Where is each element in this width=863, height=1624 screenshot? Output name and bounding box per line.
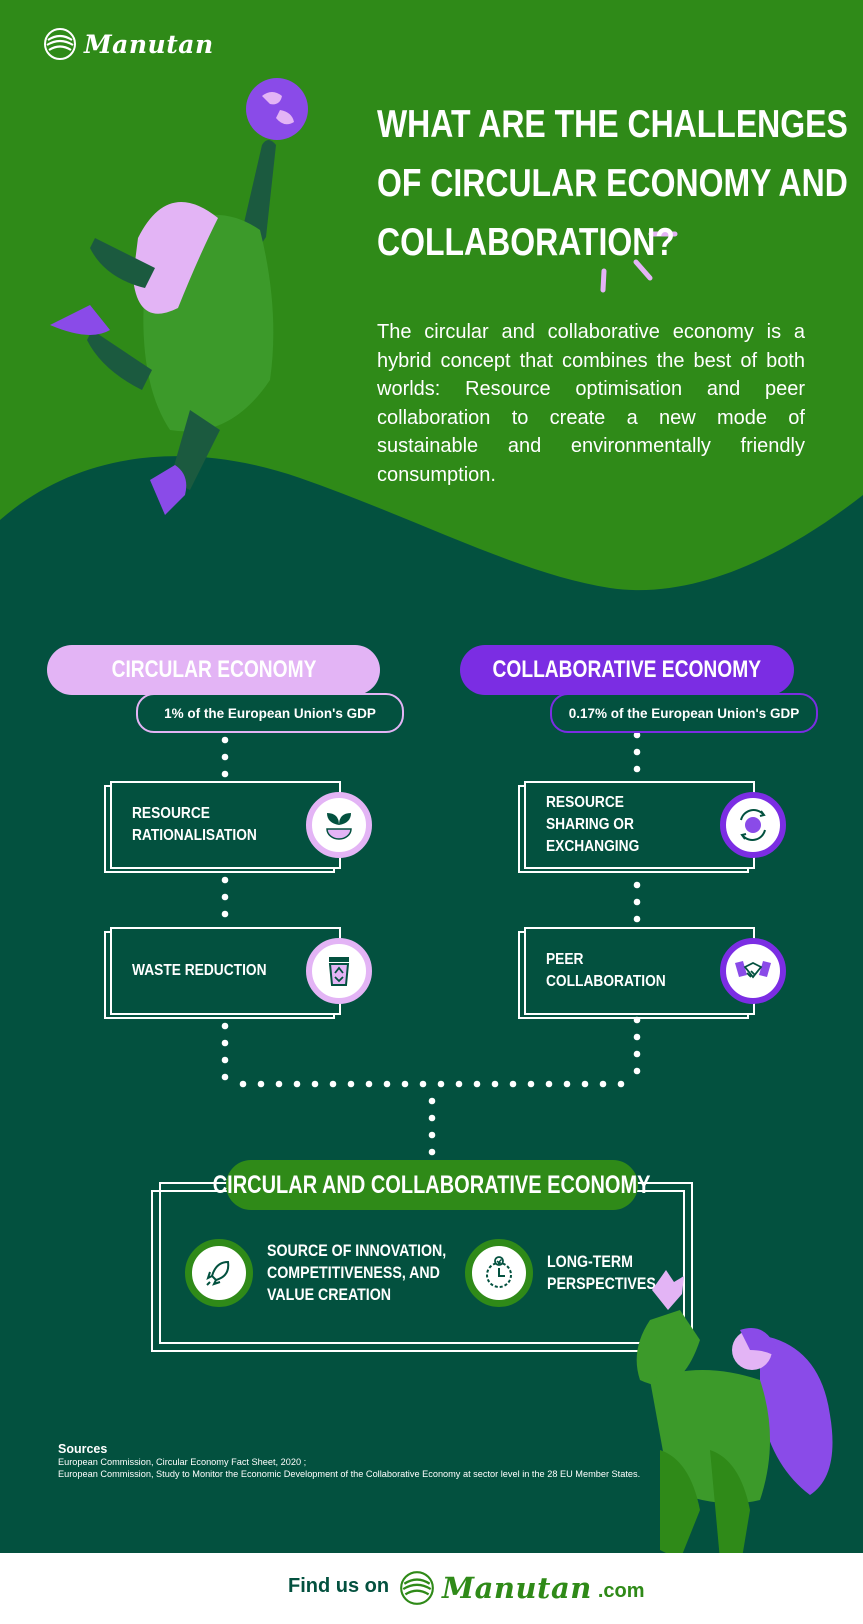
source-line: European Commission, Circular Economy Fa… xyxy=(58,1457,307,1467)
recycle-bin-icon xyxy=(306,938,372,1004)
card-label: WASTE REDUCTION xyxy=(132,962,267,979)
footer-domain: .com xyxy=(597,1579,645,1602)
card-label: RESOURCE RATIONALISATION xyxy=(132,805,257,844)
title-line: OF CIRCULAR ECONOMY AND xyxy=(377,162,848,205)
find-us-label: Find us on xyxy=(288,1575,390,1597)
collaborative-economy-heading: COLLABORATIVE ECONOMY xyxy=(460,645,794,695)
footer-brand-link[interactable]: Manutan .com xyxy=(398,1569,645,1607)
dotted-connectors xyxy=(221,731,641,1156)
feature-long-term: LONG-TERM PERSPECTIVES xyxy=(465,1239,674,1307)
title-line: WHAT ARE THE CHALLENGES xyxy=(377,103,848,146)
rocket-icon xyxy=(185,1239,253,1307)
card-label: PEER COLLABORATION xyxy=(546,951,666,990)
brand-logo[interactable]: Manutan xyxy=(42,26,214,62)
sources-title: Sources xyxy=(58,1442,108,1456)
clock-icon xyxy=(465,1239,533,1307)
source-line: European Commission, Study to Monitor th… xyxy=(58,1469,641,1479)
page-title: WHAT ARE THE CHALLENGES OF CIRCULAR ECON… xyxy=(377,95,848,272)
card-resource-sharing: RESOURCE SHARING OR EXCHANGING xyxy=(518,781,755,873)
feature-innovation: SOURCE OF INNOVATION, COMPETITIVENESS, A… xyxy=(185,1239,475,1307)
combined-economy-heading: CIRCULAR AND COLLABORATIVE ECONOMY xyxy=(213,1160,651,1210)
intro-paragraph: The circular and collaborative economy i… xyxy=(377,321,805,486)
collaborative-gdp-badge: 0.17% of the European Union's GDP xyxy=(550,693,818,733)
plant-globe-icon xyxy=(306,792,372,858)
brand-name: Manutan xyxy=(84,29,214,59)
sources-block: Sources European Commission, Circular Ec… xyxy=(58,1442,640,1480)
footer xyxy=(0,1553,863,1624)
circular-economy-heading: CIRCULAR ECONOMY xyxy=(47,645,380,695)
manutan-logo-icon xyxy=(400,1571,434,1605)
title-line: COLLABORATION? xyxy=(377,221,675,264)
feature-label: LONG-TERM PERSPECTIVES xyxy=(547,1253,656,1293)
globe-exchange-icon xyxy=(720,792,786,858)
card-label: RESOURCE SHARING OR EXCHANGING xyxy=(546,794,640,855)
circular-gdp-badge: 1% of the European Union's GDP xyxy=(136,693,404,733)
woman-with-globe-illustration xyxy=(50,78,308,515)
handshake-icon xyxy=(720,938,786,1004)
card-waste-reduction: WASTE REDUCTION xyxy=(104,927,341,1019)
card-resource-rationalisation: RESOURCE RATIONALISATION xyxy=(104,781,341,873)
feature-label: SOURCE OF INNOVATION, COMPETITIVENESS, A… xyxy=(267,1242,447,1304)
manutan-logo-icon xyxy=(44,28,76,60)
footer-brand-name: Manutan xyxy=(442,1571,592,1605)
